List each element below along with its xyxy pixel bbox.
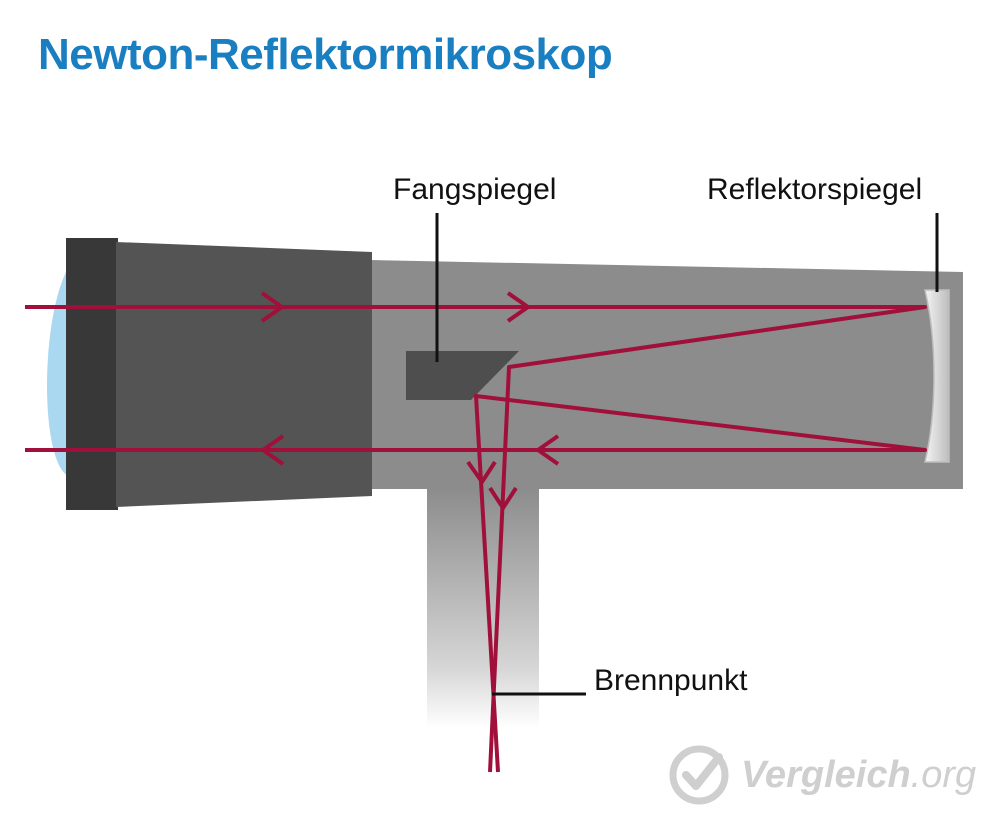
secondary-mirror	[406, 351, 519, 400]
primary-mirror	[924, 289, 950, 463]
arrow-lower-2	[536, 434, 560, 466]
watermark-text: Vergleich.org	[741, 754, 976, 797]
ray-upper	[25, 305, 927, 773]
label-primary-mirror: Reflektorspiegel	[707, 173, 923, 206]
arrow-upper-2	[506, 291, 530, 323]
watermark: Vergleich.org	[667, 740, 976, 810]
objective-lens	[47, 268, 68, 476]
arrow-upper-1	[260, 291, 284, 323]
arrow-down-2	[488, 486, 518, 510]
front-housing	[116, 242, 372, 507]
arrow-lower-1	[261, 434, 285, 466]
label-secondary-mirror: Fangspiegel	[393, 173, 557, 206]
checkmark-circle-icon	[669, 745, 729, 805]
light-rays	[25, 291, 927, 773]
arrow-down-1	[466, 460, 497, 484]
ray-lower	[25, 394, 927, 773]
leader-lines	[435, 213, 939, 696]
label-focal-point: Brennpunkt	[594, 664, 748, 697]
watermark-name: Vergleich	[741, 753, 911, 796]
page-title: Newton-Reflektormikroskop	[38, 30, 613, 79]
watermark-tld: .org	[910, 753, 977, 796]
telescope-tube	[370, 260, 963, 489]
lens-ring	[66, 238, 118, 510]
